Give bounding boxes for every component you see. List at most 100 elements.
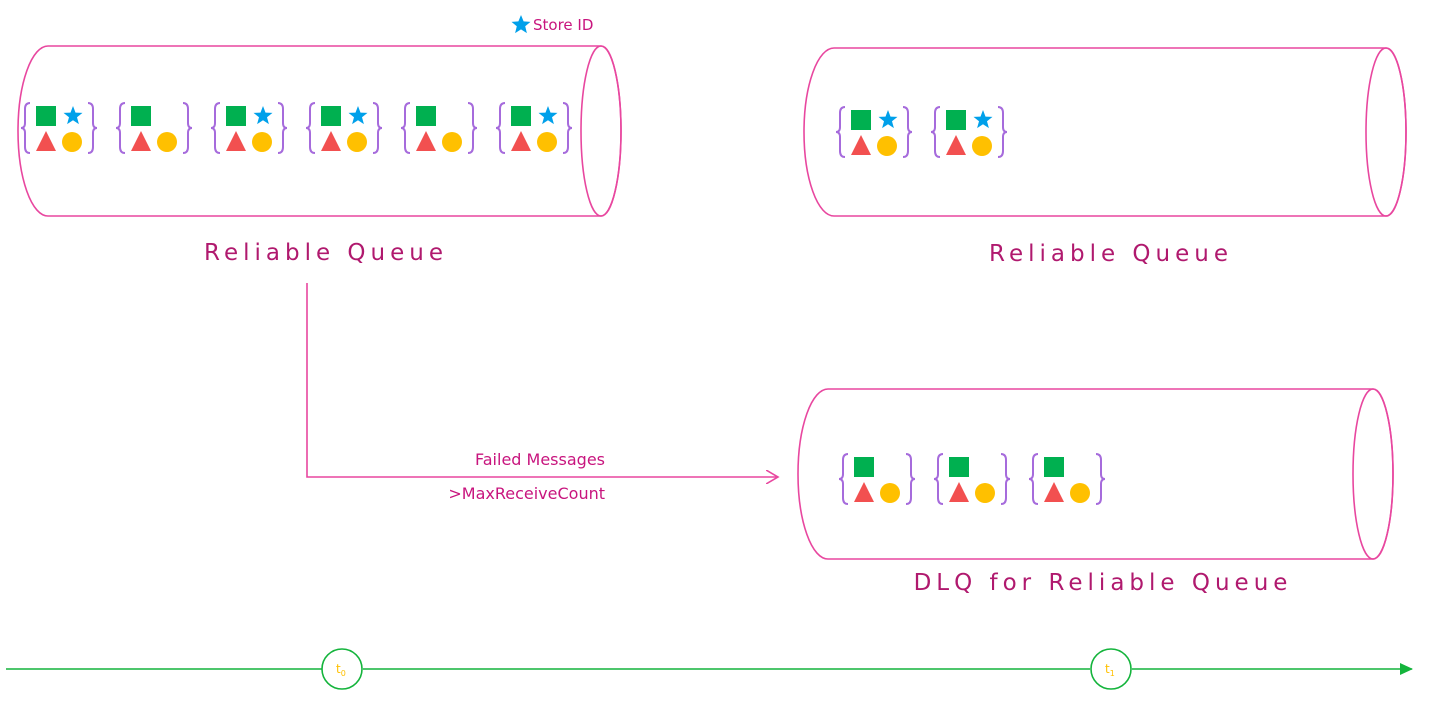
star-icon (253, 106, 273, 125)
square-icon (321, 106, 341, 126)
timeline-point-t0: t0 (321, 648, 363, 690)
circle-icon (537, 132, 557, 152)
left-brace-icon (933, 453, 944, 505)
right-brace-icon (87, 102, 98, 154)
star-icon (538, 106, 558, 125)
right-brace-icon (277, 102, 288, 154)
star-icon (63, 106, 83, 125)
message-block (20, 102, 98, 154)
circle-icon (252, 132, 272, 152)
path-label-top: Failed Messages (475, 450, 605, 469)
legend-label: Store ID (533, 16, 593, 34)
queue-label: DLQ for Reliable Queue (914, 570, 1293, 596)
circle-icon (442, 132, 462, 152)
right-brace-icon (902, 106, 913, 158)
square-icon (1044, 457, 1064, 477)
message-block (210, 102, 288, 154)
left-brace-icon (210, 102, 221, 154)
queue-left: Reliable Queue (17, 45, 622, 266)
timeline-node (1090, 648, 1132, 690)
triangle-icon (511, 131, 531, 151)
left-brace-icon (835, 106, 846, 158)
left-brace-icon (400, 102, 411, 154)
left-brace-icon (1028, 453, 1039, 505)
message-block (115, 102, 193, 154)
queue-cylinder-end (580, 45, 622, 217)
svg-text:t0: t0 (336, 662, 346, 678)
timeline-node (321, 648, 363, 690)
triangle-icon (226, 131, 246, 151)
timeline-point-main: t (1105, 662, 1110, 676)
triangle-icon (131, 131, 151, 151)
right-brace-icon (467, 102, 478, 154)
message-block (400, 102, 478, 154)
svg-text:t1: t1 (1105, 662, 1115, 678)
timeline-point-t1: t1 (1090, 648, 1132, 690)
triangle-icon (416, 131, 436, 151)
queue-dlq: DLQ for Reliable Queue (797, 388, 1394, 596)
square-icon (946, 110, 966, 130)
timeline-point-sub: 1 (1110, 669, 1115, 678)
queue-cylinder (17, 45, 622, 217)
timeline-point-main: t (336, 662, 341, 676)
circle-icon (880, 483, 900, 503)
circle-icon (975, 483, 995, 503)
right-brace-icon (1095, 453, 1106, 505)
triangle-icon (854, 482, 874, 502)
timeline-point-sub: 0 (341, 669, 346, 678)
square-icon (131, 106, 151, 126)
message-group (838, 453, 1106, 505)
circle-icon (157, 132, 177, 152)
left-brace-icon (930, 106, 941, 158)
timeline: t0 t1 (6, 648, 1413, 690)
message-block (1028, 453, 1106, 505)
message-block (835, 106, 913, 158)
message-group (20, 102, 573, 154)
circle-icon (347, 132, 367, 152)
path-arrow (306, 283, 778, 477)
triangle-icon (851, 135, 871, 155)
path-label-bottom: >MaxReceiveCount (448, 484, 605, 503)
square-icon (854, 457, 874, 477)
left-brace-icon (838, 453, 849, 505)
right-brace-icon (997, 106, 1008, 158)
queue-label: Reliable Queue (989, 241, 1233, 267)
queue-right: Reliable Queue (803, 47, 1407, 267)
triangle-icon (1044, 482, 1064, 502)
right-brace-icon (1000, 453, 1011, 505)
queue-cylinder-end (1352, 388, 1394, 560)
star-icon (511, 15, 531, 34)
triangle-icon (949, 482, 969, 502)
left-brace-icon (495, 102, 506, 154)
message-block (930, 106, 1008, 158)
triangle-icon (321, 131, 341, 151)
square-icon (226, 106, 246, 126)
star-icon (878, 110, 898, 129)
circle-icon (877, 136, 897, 156)
star-icon (348, 106, 368, 125)
message-block (933, 453, 1011, 505)
right-brace-icon (562, 102, 573, 154)
triangle-icon (36, 131, 56, 151)
star-icon (973, 110, 993, 129)
square-icon (949, 457, 969, 477)
queue-label: Reliable Queue (204, 240, 448, 266)
failed-messages-path: Failed Messages >MaxReceiveCount (306, 283, 778, 503)
message-block (495, 102, 573, 154)
message-block (838, 453, 916, 505)
message-block (305, 102, 383, 154)
legend: Store ID (511, 15, 593, 34)
circle-icon (972, 136, 992, 156)
message-group (835, 106, 1008, 158)
queue-cylinder-end (1365, 47, 1407, 217)
square-icon (511, 106, 531, 126)
square-icon (36, 106, 56, 126)
right-brace-icon (905, 453, 916, 505)
left-brace-icon (305, 102, 316, 154)
left-brace-icon (20, 102, 31, 154)
square-icon (851, 110, 871, 130)
circle-icon (62, 132, 82, 152)
left-brace-icon (115, 102, 126, 154)
right-brace-icon (182, 102, 193, 154)
